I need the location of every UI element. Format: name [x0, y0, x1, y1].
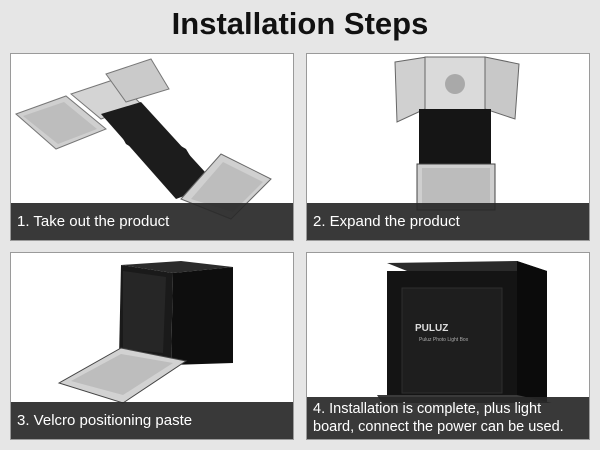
expanded-product-image	[394, 56, 520, 211]
unfolded-product-image	[15, 58, 272, 220]
step-panel-1: 1. Take out the product	[10, 53, 294, 241]
step-caption-2: 2. Expand the product	[307, 203, 589, 240]
step-panel-4: PULUZ Puluz Photo Light Box 4. Installat…	[306, 252, 590, 440]
brand-logo: PULUZ	[415, 323, 449, 334]
step-caption-4: 4. Installation is complete, plus light …	[307, 397, 589, 439]
step-caption-1: 1. Take out the product	[11, 203, 293, 240]
step-caption-3: 3. Velcro positioning paste	[11, 402, 293, 439]
completed-box-image	[377, 261, 552, 403]
step-panel-2: 2. Expand the product	[306, 53, 590, 241]
velcro-box-image	[57, 261, 233, 404]
step-panel-3: 3. Velcro positioning paste	[10, 252, 294, 440]
brand-subtitle: Puluz Photo Light Box	[419, 337, 469, 343]
page-title: Installation Steps	[171, 6, 429, 41]
